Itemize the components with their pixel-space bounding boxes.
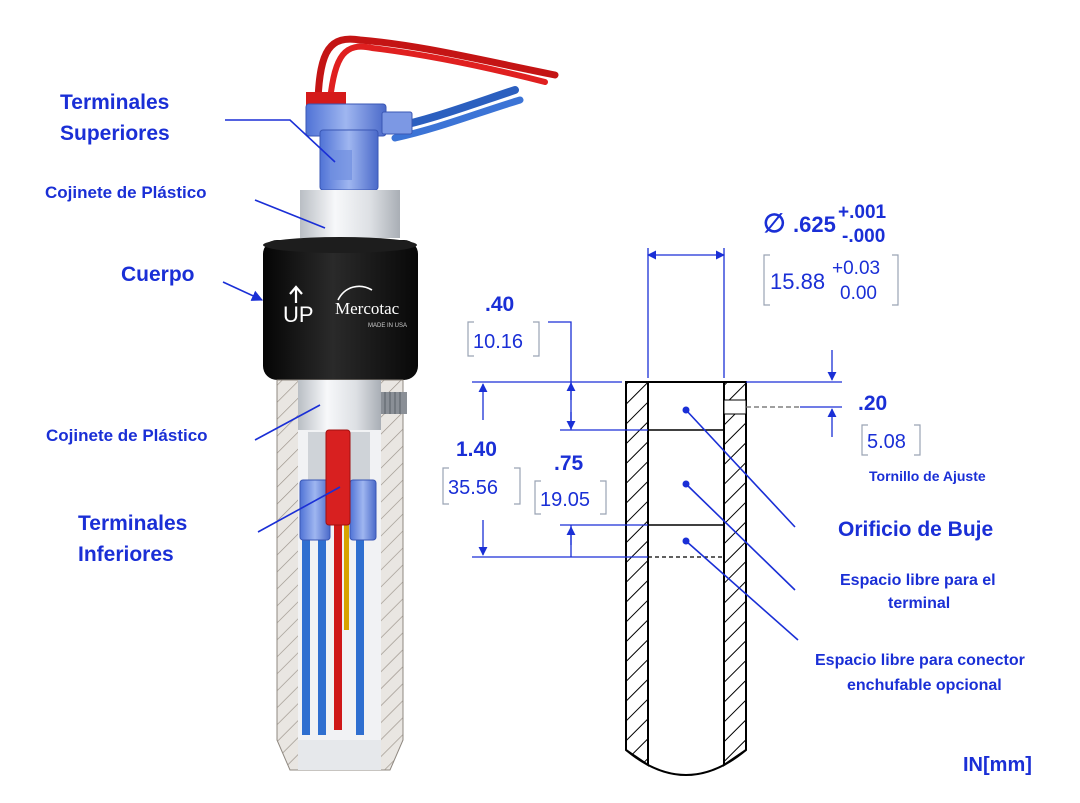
- units-label: IN[mm]: [963, 754, 1032, 776]
- label-tornillo: Tornillo de Ajuste: [869, 468, 986, 484]
- made-in-usa: MADE IN USA: [368, 323, 407, 329]
- dim-020-in: .20: [858, 392, 887, 415]
- label-terminales-superiores-line1: Terminales: [60, 91, 169, 114]
- dimensions: ∅ .625 +.001 -.000 15.88 +0.03 0.00 .40 …: [442, 202, 921, 558]
- dim-075-mm: 19.05: [540, 489, 590, 511]
- right-labels: Tornillo de Ajuste Orificio de Buje Espa…: [685, 409, 1032, 776]
- lower-housing: [276, 379, 407, 771]
- leader-cojinete-bottom: [254, 404, 321, 441]
- left-labels: Terminales Superiores Cojinete de Plásti…: [45, 91, 341, 566]
- up-mark: UP: [283, 302, 314, 327]
- leader-cojinete-top: [254, 199, 326, 229]
- diameter-tol-minus-in: -.000: [842, 226, 885, 247]
- diameter-symbol: ∅: [763, 208, 786, 238]
- brand-logo: Mercotac: [335, 299, 400, 318]
- label-cojinete-bottom: Cojinete de Plástico: [46, 426, 208, 445]
- top-bearing: [300, 190, 400, 238]
- dim-040-mm: 10.16: [473, 331, 523, 353]
- label-terminales-inferiores-line1: Terminales: [78, 512, 187, 535]
- diameter-mm: 15.88: [770, 269, 825, 294]
- cross-section-drawing: [625, 381, 800, 776]
- diameter-in: .625: [793, 212, 836, 237]
- label-espacio-conector-line1: Espacio libre para conector: [815, 652, 1025, 669]
- mercotac-logo-swoosh: [337, 285, 373, 301]
- leader-orificio: [685, 409, 796, 528]
- dim-075-in: .75: [554, 452, 584, 475]
- label-cojinete-top: Cojinete de Plástico: [45, 183, 207, 202]
- leader-cuerpo-arrow: [222, 281, 264, 301]
- leader-terminales-inferiores: [257, 486, 341, 533]
- label-espacio-terminal-line2: terminal: [888, 595, 950, 612]
- diameter-tol-plus-mm: +0.03: [832, 258, 880, 279]
- label-cuerpo: Cuerpo: [121, 263, 195, 286]
- top-connectors: [305, 92, 413, 191]
- dim-140-in: 1.40: [456, 438, 497, 461]
- label-orificio-buje: Orificio de Buje: [838, 518, 993, 541]
- leader-espacio-terminal: [685, 483, 796, 591]
- dim-020-mm: 5.08: [867, 431, 906, 453]
- label-espacio-conector-line2: enchufable opcional: [847, 677, 1002, 694]
- left-wall: [625, 381, 649, 767]
- up-arrow-icon: [289, 285, 303, 303]
- diameter-tol-minus-mm: 0.00: [840, 283, 877, 304]
- dim-140-mm: 35.56: [448, 477, 498, 499]
- diameter-tol-plus-in: +.001: [838, 202, 887, 223]
- label-terminales-superiores-line2: Superiores: [60, 122, 170, 145]
- leader-espacio-conector: [685, 540, 799, 641]
- dim-040-in: .40: [485, 293, 514, 316]
- black-body: UP Mercotac MADE IN USA: [263, 237, 418, 380]
- product-illustration: UP Mercotac MADE IN USA: [263, 35, 559, 771]
- right-wall: [723, 381, 747, 767]
- leader-terminales-superiores: [225, 119, 336, 163]
- label-espacio-terminal-line1: Espacio libre para el: [840, 572, 996, 589]
- label-terminales-inferiores-line2: Inferiores: [78, 543, 174, 566]
- bottom-bearing: [298, 380, 381, 430]
